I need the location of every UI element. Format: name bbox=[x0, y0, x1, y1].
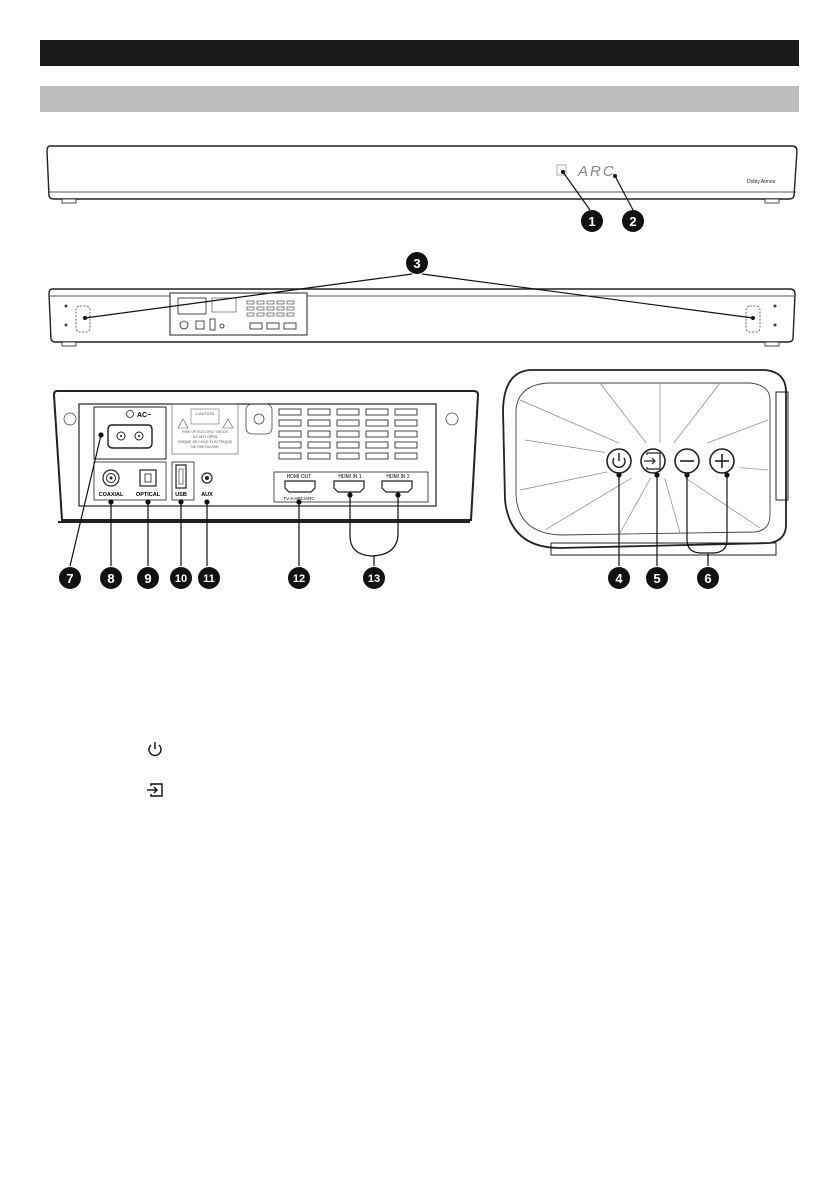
input-icon bbox=[146, 781, 164, 799]
volume-down-button[interactable] bbox=[675, 449, 699, 473]
callout-2: 2 bbox=[622, 210, 644, 232]
callout-4: 4 bbox=[608, 567, 630, 589]
svg-text:3: 3 bbox=[413, 256, 420, 271]
volume-up-button[interactable] bbox=[710, 449, 734, 473]
callout-12: 12 bbox=[288, 567, 310, 589]
svg-text:8: 8 bbox=[107, 571, 114, 586]
callout-3: 3 bbox=[406, 252, 428, 274]
svg-text:12: 12 bbox=[293, 573, 305, 585]
svg-text:13: 13 bbox=[368, 573, 380, 585]
caution-line: RISQUE DE CHOC ÉLECTRIQUE bbox=[178, 439, 233, 444]
callout-5: 5 bbox=[646, 567, 668, 589]
coaxial-label: COAXIAL bbox=[99, 492, 124, 498]
control-panel-view bbox=[503, 370, 788, 566]
input-button[interactable] bbox=[641, 449, 665, 473]
soundbar-rear-view bbox=[49, 274, 795, 346]
caution-line: RISK OF ELECTRIC SHOCK bbox=[182, 430, 228, 434]
aux-label: AUX bbox=[201, 492, 213, 498]
svg-text:1: 1 bbox=[588, 214, 595, 229]
svg-text:9: 9 bbox=[144, 571, 151, 586]
hdmi-in1-label: HDMI IN 1 bbox=[338, 474, 362, 480]
callout-11: 11 bbox=[198, 567, 220, 589]
power-icon bbox=[146, 740, 164, 758]
hdmi-in2-label: HDMI IN 2 bbox=[386, 474, 410, 480]
rear-panel-detail: AC~ CAUTION RISK OF ELECTRIC SHOCK DO NO… bbox=[54, 391, 478, 566]
hdmi-out-label: HDMI OUT bbox=[287, 474, 312, 480]
callout-1: 1 bbox=[581, 210, 603, 232]
svg-text:11: 11 bbox=[203, 573, 215, 585]
power-button[interactable] bbox=[607, 449, 631, 473]
svg-text:10: 10 bbox=[175, 573, 187, 585]
callout-6: 6 bbox=[697, 567, 719, 589]
optical-label: OPTICAL bbox=[136, 492, 161, 498]
svg-text:5: 5 bbox=[653, 571, 660, 586]
svg-text:6: 6 bbox=[704, 571, 711, 586]
svg-text:4: 4 bbox=[615, 571, 623, 586]
callout-10: 10 bbox=[170, 567, 192, 589]
caution-title: CAUTION bbox=[196, 411, 214, 416]
soundbar-front-view: ARC Dolby Atmos bbox=[47, 146, 797, 210]
callout-13: 13 bbox=[363, 567, 385, 589]
ac-label: AC~ bbox=[137, 412, 151, 419]
display-text: ARC bbox=[577, 163, 616, 180]
callout-8: 8 bbox=[100, 567, 122, 589]
brand-logo: Dolby Atmos bbox=[747, 179, 776, 185]
callout-7: 7 bbox=[59, 567, 81, 589]
callout-9: 9 bbox=[137, 567, 159, 589]
caution-line: NE PAS OUVRIR bbox=[191, 445, 219, 449]
svg-text:2: 2 bbox=[629, 214, 636, 229]
svg-text:7: 7 bbox=[66, 571, 73, 586]
product-diagram: ARC Dolby Atmos bbox=[0, 0, 839, 640]
usb-label: USB bbox=[175, 492, 187, 498]
caution-line: DO NOT OPEN bbox=[193, 435, 218, 439]
